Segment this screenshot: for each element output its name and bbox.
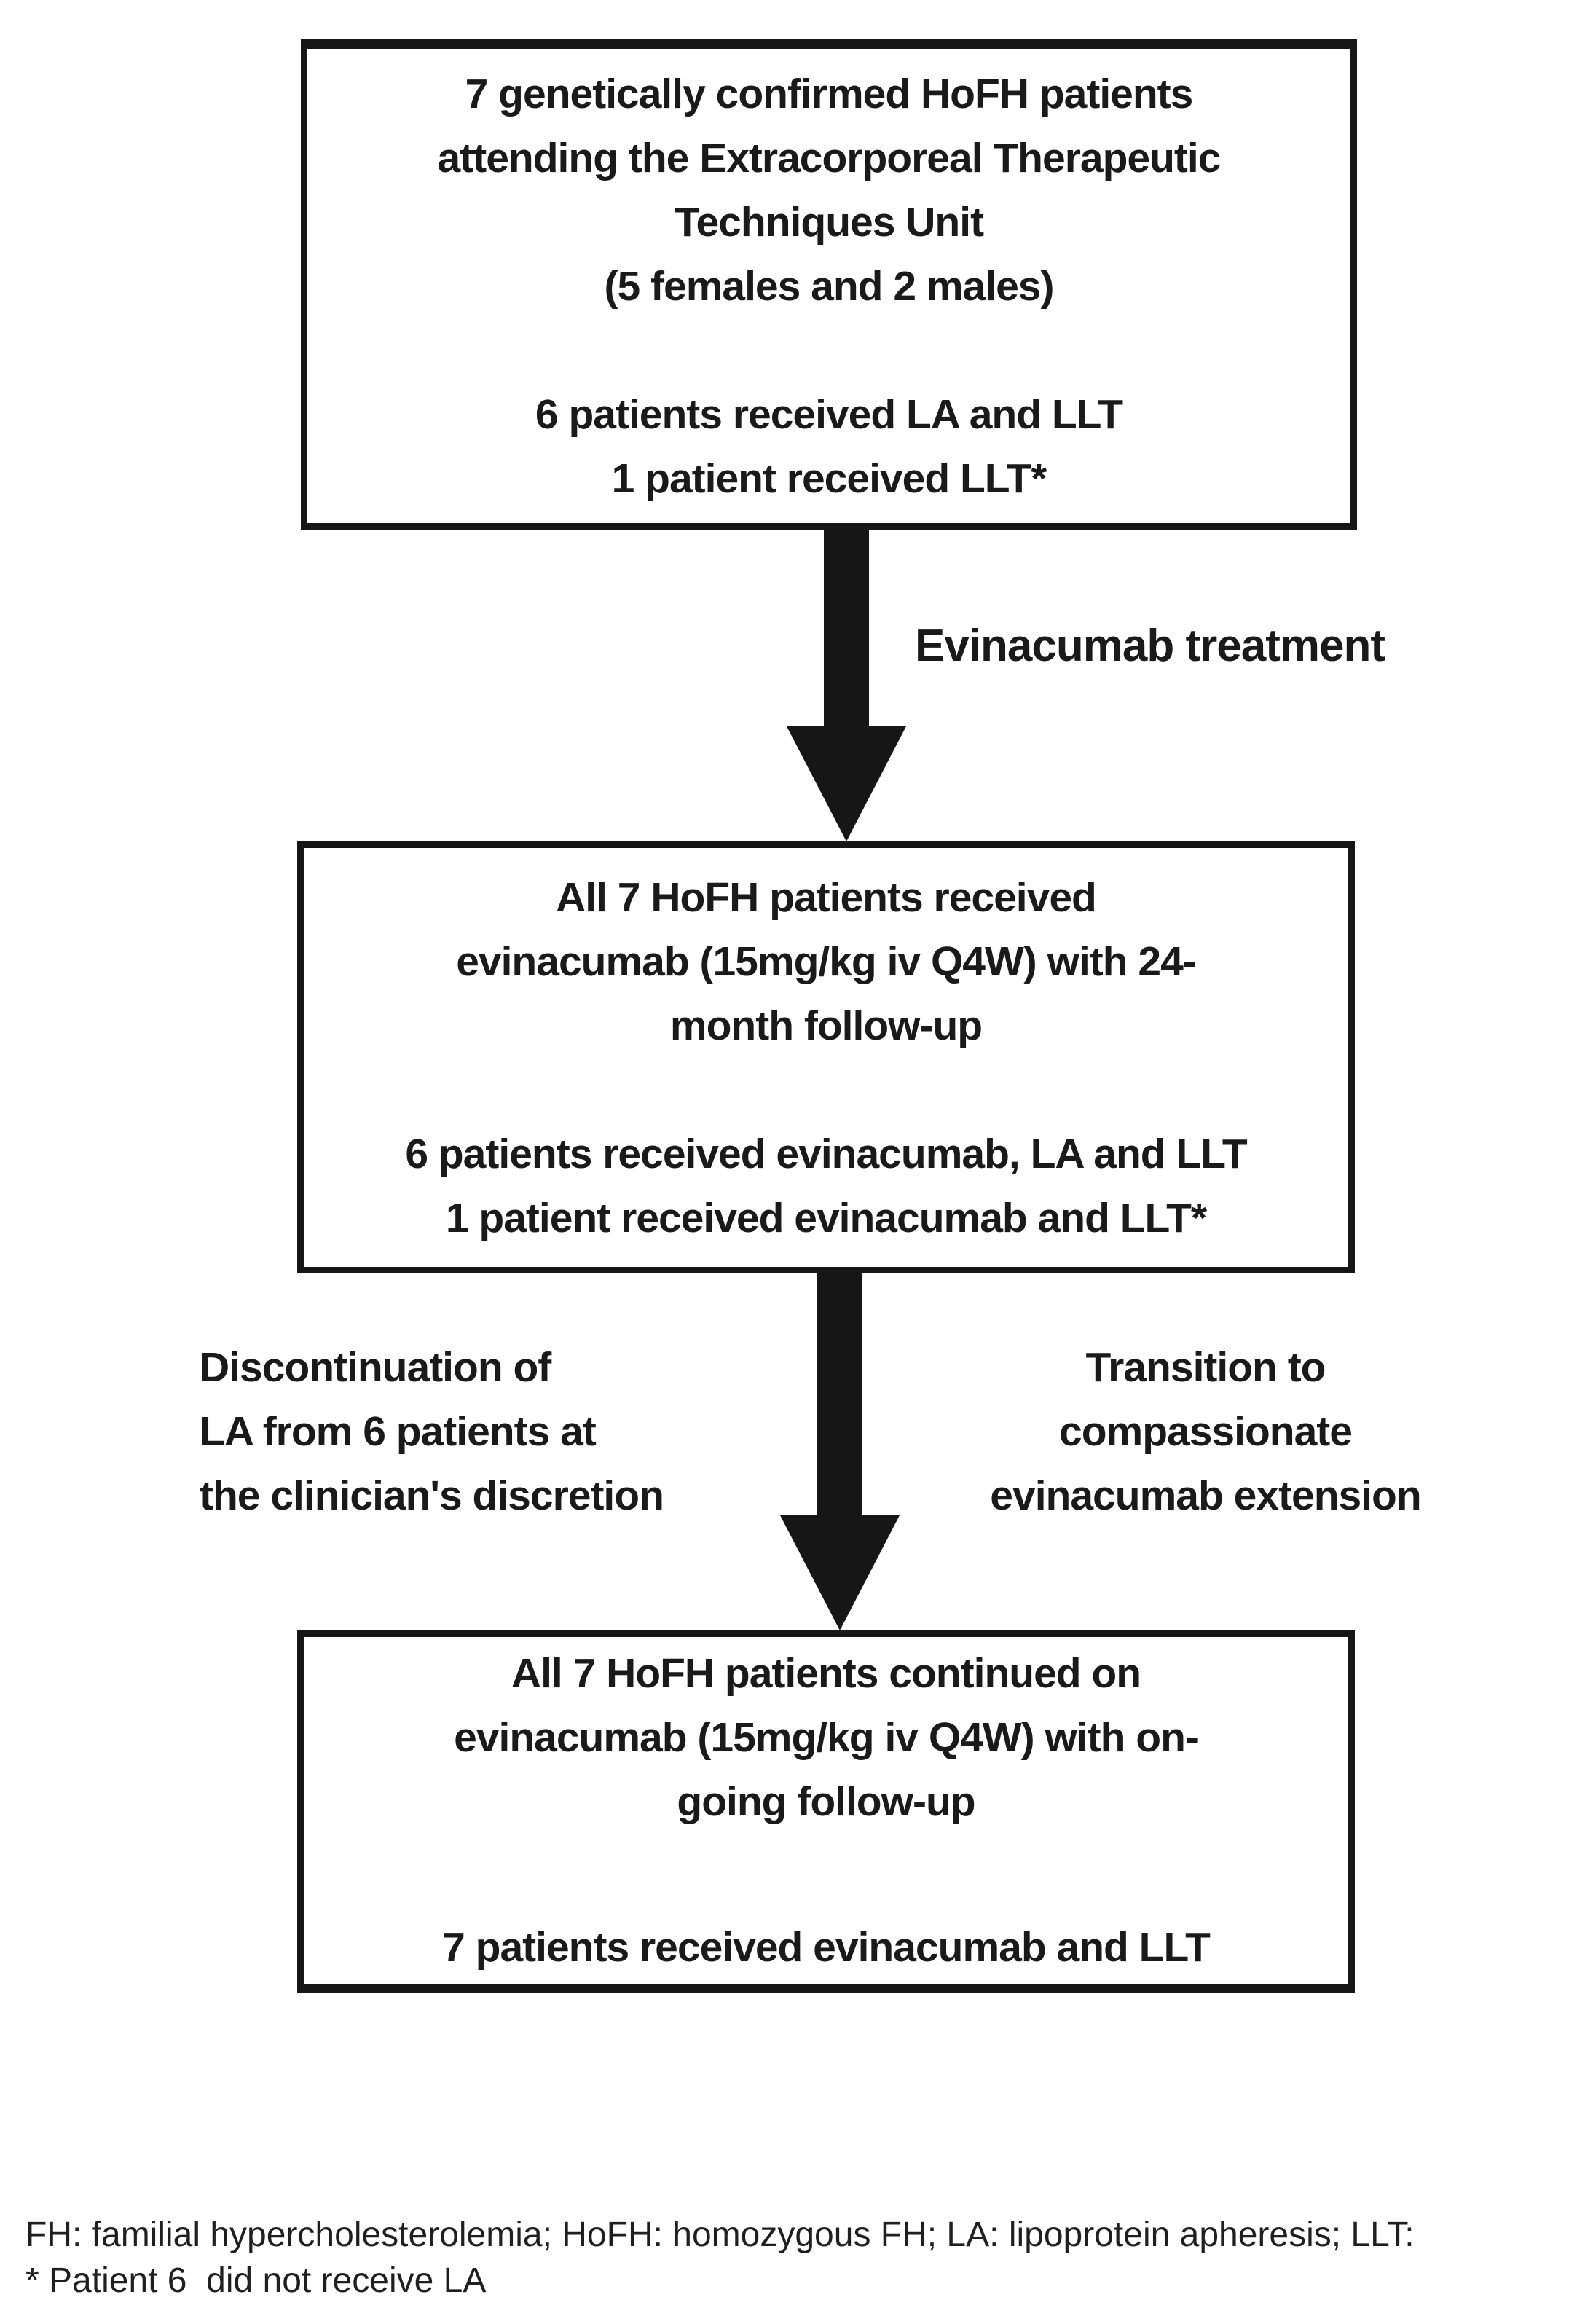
- box-line: 1 patient received evinacumab and LLT*: [445, 1194, 1207, 1241]
- label-line: evinacumab extension: [990, 1472, 1421, 1519]
- arrow-shaft: [817, 1273, 862, 1515]
- box-line: attending the Extracorporeal Therapeutic: [437, 134, 1222, 181]
- abbreviations-footnote: FH: familial hypercholesterolemia; HoFH:…: [25, 2108, 1415, 2324]
- arrow1-right-label: Evinacumab treatment: [915, 621, 1385, 671]
- down-arrow-icon: [787, 530, 906, 841]
- arrow2-left-label: Discontinuation of LA from 6 patients at…: [200, 1335, 664, 1528]
- footnote-line: FH: familial hypercholesterolemia; HoFH:…: [25, 2215, 1415, 2254]
- box-line: 6 patients received evinacumab, LA and L…: [405, 1130, 1247, 1177]
- flow-box-enrollment: 7 genetically confirmed HoFH patients at…: [301, 39, 1357, 530]
- arrow2-right-label: Transition to compassionate evinacumab e…: [951, 1335, 1460, 1528]
- enrollment-detail-text: 6 patients received LA and LLT 1 patient…: [535, 382, 1123, 511]
- box-line: 7 genetically confirmed HoFH patients: [465, 70, 1194, 117]
- flow-box-treatment: All 7 HoFH patients received evinacumab …: [297, 841, 1355, 1273]
- asterisk-footnote: * Patient 6 did not receive LA: [25, 2261, 487, 2300]
- box-line: Techniques Unit: [674, 198, 984, 246]
- box-line: 1 patient received LLT*: [611, 455, 1047, 502]
- label-line: compassionate: [1059, 1408, 1353, 1455]
- box-line: month follow-up: [669, 1002, 983, 1049]
- label-line: Transition to: [1085, 1344, 1326, 1391]
- flow-box-extension: All 7 HoFH patients continued on evinacu…: [297, 1630, 1355, 1993]
- label-line: the clinician's discretion: [200, 1472, 664, 1519]
- down-arrow-icon: [780, 1273, 900, 1630]
- arrow-shaft: [824, 530, 869, 726]
- box-line: (5 females and 2 males): [604, 262, 1055, 310]
- box-line: evinacumab (15mg/kg iv Q4W) with on-: [454, 1714, 1199, 1761]
- enrollment-main-text: 7 genetically confirmed HoFH patients at…: [437, 62, 1222, 318]
- box-line: 6 patients received LA and LLT: [535, 390, 1123, 438]
- label-line: Discontinuation of: [200, 1344, 551, 1391]
- treatment-detail-text: 6 patients received evinacumab, LA and L…: [405, 1122, 1247, 1250]
- arrow-head: [780, 1515, 900, 1630]
- box-line: evinacumab (15mg/kg iv Q4W) with 24-: [456, 938, 1197, 985]
- extension-main-text: All 7 HoFH patients continued on evinacu…: [454, 1641, 1199, 1834]
- box-line: 7 patients received evinacumab and LLT: [442, 1924, 1211, 1971]
- treatment-main-text: All 7 HoFH patients received evinacumab …: [456, 865, 1197, 1058]
- box-line: All 7 HoFH patients continued on: [511, 1650, 1141, 1697]
- box-line: going follow-up: [677, 1778, 975, 1825]
- box-line: All 7 HoFH patients received: [556, 874, 1097, 921]
- extension-detail-text: 7 patients received evinacumab and LLT: [442, 1915, 1211, 1979]
- label-line: LA from 6 patients at: [200, 1408, 597, 1455]
- arrow-head: [787, 726, 906, 841]
